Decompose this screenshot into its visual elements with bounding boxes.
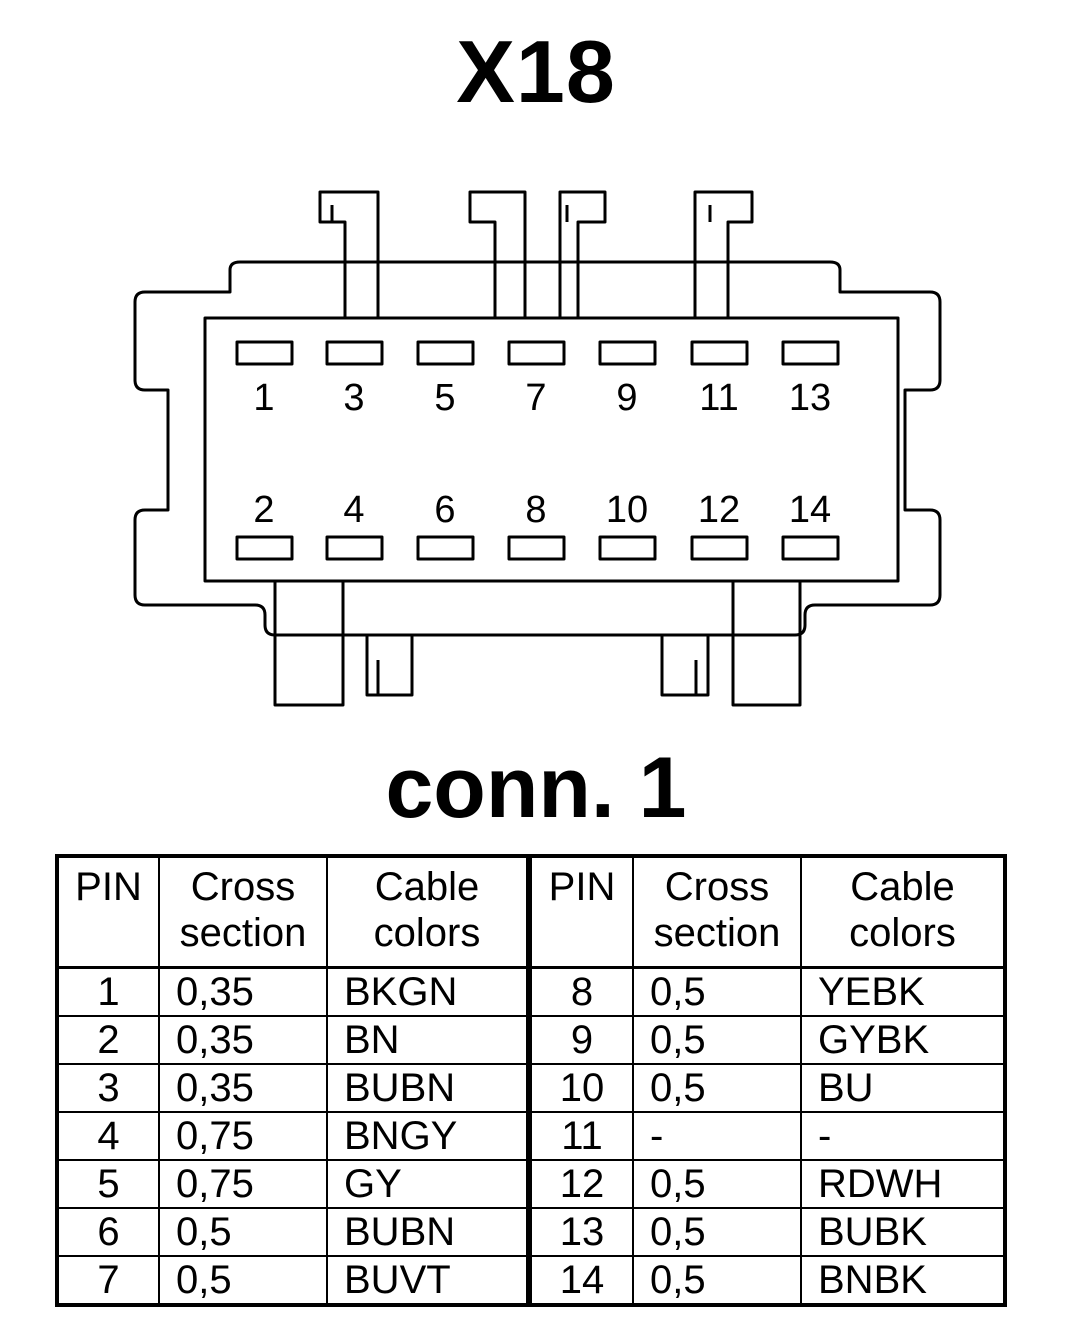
cable-color-cell: BUVT [326,1255,530,1306]
cable-color-cell: YEBK [800,966,1006,1017]
cross-section-cell: 0,75 [158,1111,328,1161]
table-row: 3 0,35 BUBN 10 0,5 BU [56,1063,1006,1113]
socket-pin-8 [507,535,566,561]
pin-cell: 10 [526,1063,634,1113]
socket-pin-1 [235,340,294,366]
latch-left [318,190,380,318]
pin-label: 6 [434,489,455,531]
socket-pin-2 [235,535,294,561]
table-row: 2 0,35 BN 9 0,5 GYBK [56,1015,1006,1065]
cross-section-cell: 0,5 [158,1207,328,1257]
table-row: 5 0,75 GY 12 0,5 RDWH [56,1159,1006,1209]
socket-pin-10 [598,535,657,561]
cross-section-cell: 0,5 [632,966,802,1017]
header-pin: PIN [56,855,160,969]
pin-label: 12 [698,489,740,531]
connector-title: X18 [456,22,616,121]
socket-pin-11 [690,340,749,366]
cable-color-cell: BN [326,1015,530,1065]
cable-color-cell: RDWH [800,1159,1006,1209]
connector-diagram: 1 3 5 7 9 11 13 2 4 6 8 10 12 14 [133,190,942,707]
latch-right [693,190,754,318]
socket-pin-5 [416,340,475,366]
pin-label: 9 [616,377,637,419]
cable-color-cell: GYBK [800,1015,1006,1065]
pin-cell: 12 [526,1159,634,1209]
pin-cell: 13 [526,1207,634,1257]
cross-section-cell: 0,5 [632,1207,802,1257]
connector-face [203,316,900,583]
pin-cell: 4 [56,1111,160,1161]
table-row: 6 0,5 BUBN 13 0,5 BUBK [56,1207,1006,1257]
table-row: 7 0,5 BUVT 14 0,5 BNBK [56,1255,1006,1306]
pin-label: 1 [253,377,274,419]
pin-label: 5 [434,377,455,419]
pin-label: 13 [789,377,831,419]
cable-color-cell: BUBN [326,1063,530,1113]
cross-section-cell: 0,5 [632,1063,802,1113]
header-pin: PIN [526,855,634,969]
pin-label: 8 [525,489,546,531]
socket-pin-6 [416,535,475,561]
cross-section-cell: 0,35 [158,1063,328,1113]
pin-label: 11 [699,377,738,419]
pin-label: 3 [343,377,364,419]
latch-center [468,190,527,318]
cross-section-cell: 0,5 [632,1159,802,1209]
pin-cell: 11 [526,1111,634,1161]
cable-color-cell: BUBK [800,1207,1006,1257]
pin-label: 2 [253,489,274,531]
pin-cell: 8 [526,966,634,1017]
socket-pin-12 [690,535,749,561]
socket-pin-13 [781,340,840,366]
pin-label: 10 [606,489,648,531]
leg-left [273,581,345,707]
pin-cell: 3 [56,1063,160,1113]
pin-cell: 2 [56,1015,160,1065]
cross-section-cell: - [632,1111,802,1161]
pin-cell: 14 [526,1255,634,1306]
socket-pin-3 [325,340,384,366]
cable-color-cell: BKGN [326,966,530,1017]
socket-pin-7 [507,340,566,366]
table-row: 4 0,75 BNGY 11 - - [56,1111,1006,1161]
pin-cell: 9 [526,1015,634,1065]
pin-cell: 6 [56,1207,160,1257]
cable-color-cell: BUBN [326,1207,530,1257]
clip-left [365,635,414,697]
cross-section-cell: 0,5 [632,1255,802,1306]
cross-section-cell: 0,75 [158,1159,328,1209]
pin-cell: 1 [56,966,160,1017]
cable-color-cell: - [800,1111,1006,1161]
socket-pin-4 [325,535,384,561]
cross-section-cell: 0,5 [158,1255,328,1306]
socket-pin-14 [781,535,840,561]
table-row: 1 0,35 BKGN 8 0,5 YEBK [56,966,1006,1017]
pin-cell: 5 [56,1159,160,1209]
clip-right [660,635,710,697]
pin-label: 14 [789,489,831,531]
connector-subtitle: conn. 1 [385,740,687,836]
pin-label: 4 [343,489,364,531]
cable-color-cell: BU [800,1063,1006,1113]
socket-pin-9 [598,340,657,366]
pin-cell: 7 [56,1255,160,1306]
cross-section-cell: 0,35 [158,966,328,1017]
pin-label: 7 [525,377,546,419]
cable-color-cell: BNGY [326,1111,530,1161]
cross-section-cell: 0,5 [632,1015,802,1065]
connector-housing-outline [133,260,942,637]
cable-color-cell: GY [326,1159,530,1209]
cross-section-cell: 0,35 [158,1015,328,1065]
leg-right [731,581,802,707]
cable-color-cell: BNBK [800,1255,1006,1306]
